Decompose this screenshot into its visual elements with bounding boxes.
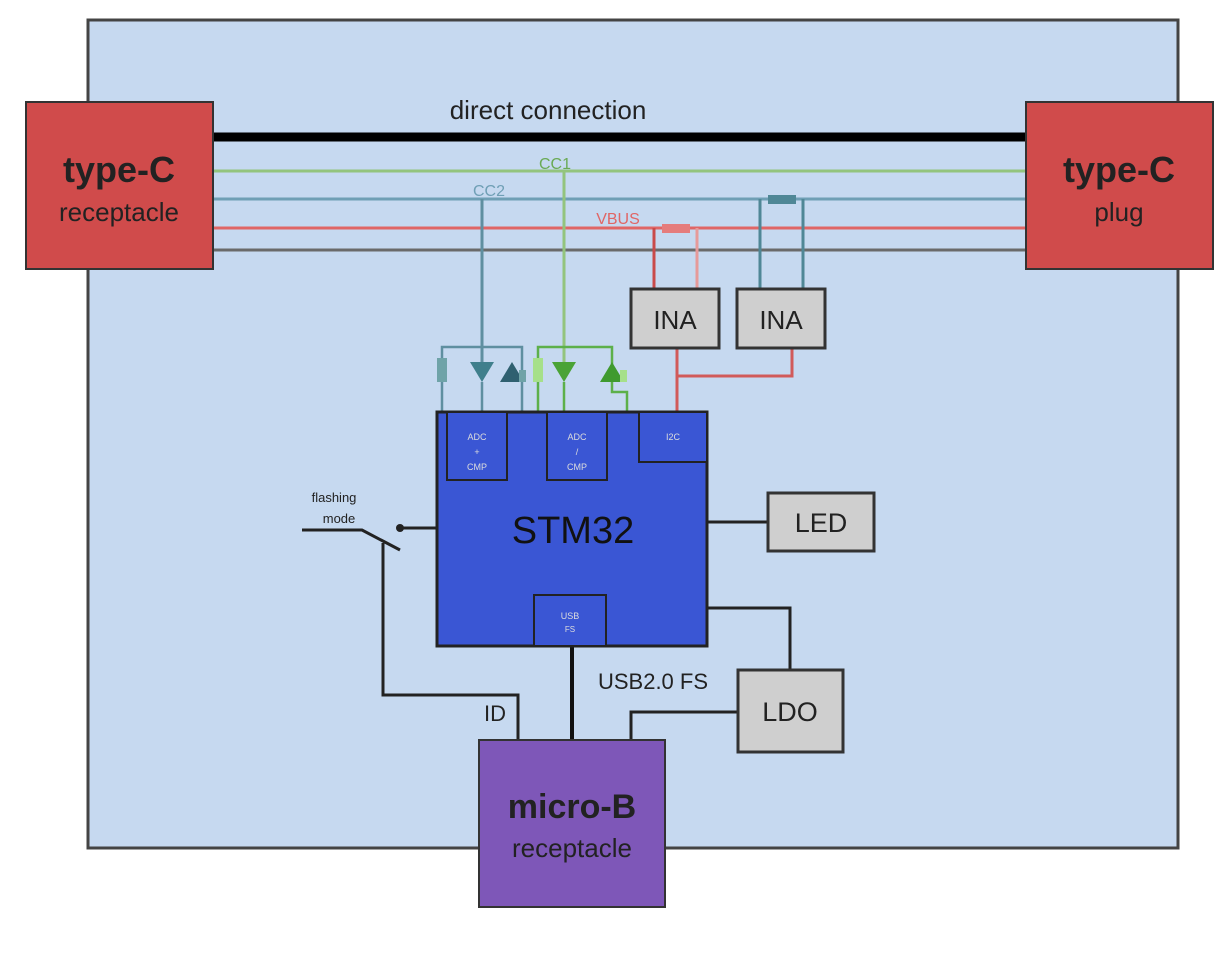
typec-plug-block: type-C plug [1025, 101, 1214, 270]
vbus-shunt-resistor [662, 224, 690, 233]
i2c-block [638, 411, 708, 463]
microb-title: micro-B [508, 788, 636, 826]
usb-block-label-line1: USB [561, 611, 580, 621]
cc2-resistor [437, 358, 447, 382]
flashing-mode-label-line1: flashing [312, 490, 357, 505]
ldo-input-wire [629, 710, 738, 740]
cc1-diode-cap [620, 370, 627, 382]
cc2-shunt-resistor [768, 195, 796, 204]
ldo-power-wire [707, 606, 792, 670]
typec-receptacle-title: type-C [63, 149, 175, 190]
typec-plug-subtitle: plug [1094, 197, 1143, 227]
usb-block-label-line2: FS [565, 625, 575, 634]
adc1-label-line2: + [474, 447, 479, 457]
id-label: ID [484, 701, 506, 726]
cc1-down-diode [552, 362, 576, 382]
cc2-up-diode [500, 362, 524, 382]
flashing-switch-wire [302, 526, 437, 552]
switch-contact [396, 524, 404, 532]
stm32-block: ADC + CMP ADC / CMP I2C USB FS STM32 [435, 410, 709, 648]
ldo-block: LDO [736, 668, 845, 754]
ina2-label: INA [759, 305, 803, 335]
cc1-device-bus [536, 345, 629, 412]
adc2-label-line3: CMP [567, 462, 587, 472]
cc2-diode-cap [519, 370, 526, 382]
id-wire [381, 543, 520, 740]
led-label: LED [795, 508, 848, 538]
ldo-label: LDO [762, 697, 818, 727]
adc2-label-line1: ADC [567, 432, 587, 442]
flashing-mode-label-line2: mode [323, 511, 356, 526]
cc1-label: CC1 [539, 156, 571, 173]
i2c-label: I2C [666, 432, 681, 442]
adc2-label-line2: / [576, 447, 579, 457]
cc1-resistor [533, 358, 543, 382]
typec-plug-title: type-C [1063, 149, 1175, 190]
i2c-bus-wire [675, 348, 794, 412]
ina2-block: INA [735, 287, 827, 350]
led-block: LED [766, 491, 876, 553]
ina1-label: INA [653, 305, 697, 335]
cc1-up-diode [600, 362, 624, 382]
adc-cmp-block-2 [546, 411, 608, 481]
microb-subtitle: receptacle [512, 833, 632, 863]
adc1-label-line3: CMP [467, 462, 487, 472]
ina1-block: INA [629, 287, 721, 350]
typec-receptacle-block: type-C receptacle [25, 101, 214, 270]
cc2-down-diode [470, 362, 494, 382]
adc-cmp-block-1 [446, 411, 508, 481]
adc1-label-line1: ADC [467, 432, 487, 442]
usb-label: USB2.0 FS [598, 669, 708, 694]
cc2-label: CC2 [473, 183, 505, 200]
direct-connection-label: direct connection [450, 95, 647, 125]
usb-fs-block [533, 594, 607, 647]
stm32-label: STM32 [512, 510, 634, 552]
typec-receptacle-subtitle: receptacle [59, 197, 179, 227]
microb-receptacle-block: micro-B receptacle [478, 739, 666, 908]
vbus-label: VBUS [596, 211, 640, 228]
